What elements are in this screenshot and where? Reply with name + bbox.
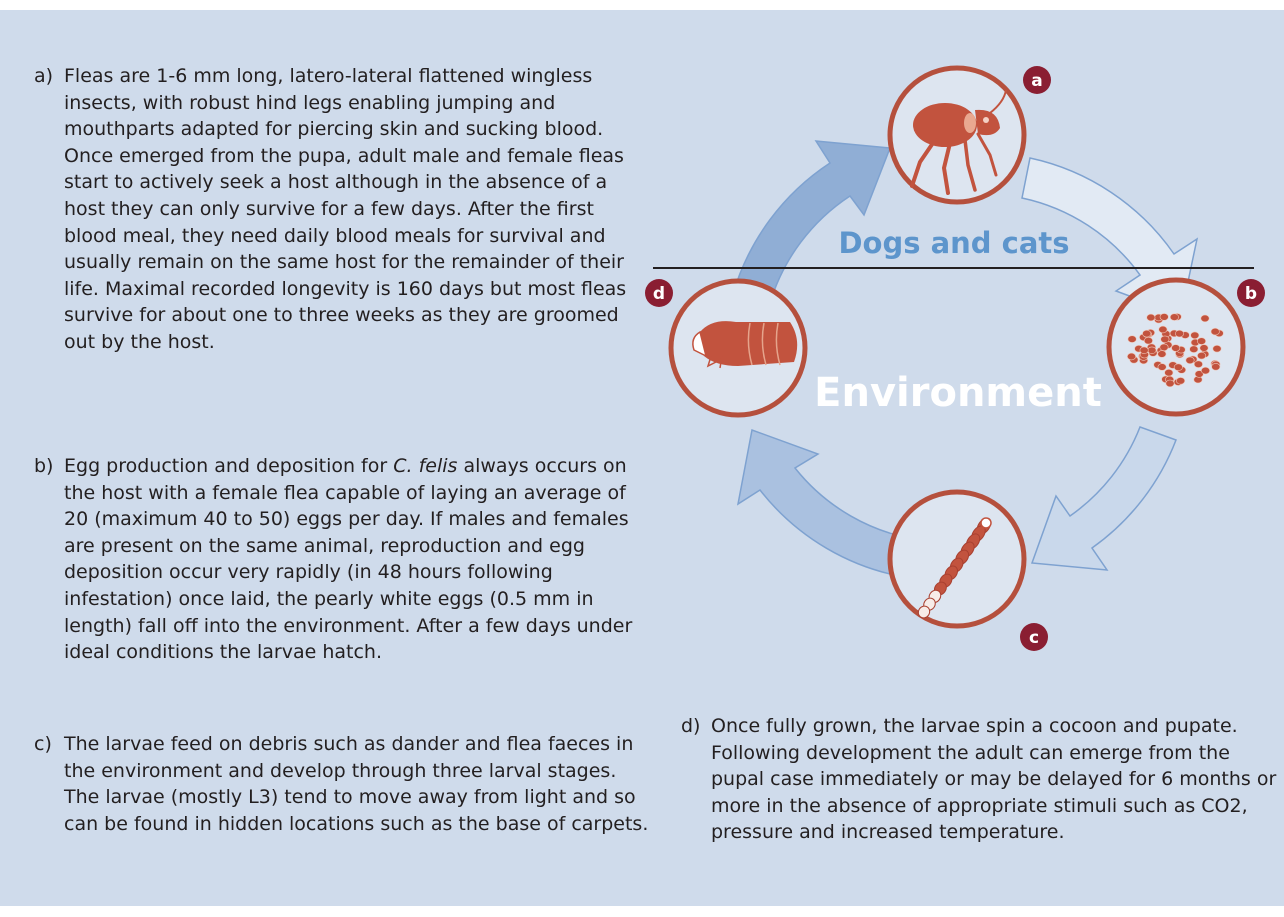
adult-flea-icon bbox=[910, 89, 1007, 195]
description-b-text-end: always occurs on the host with a female … bbox=[64, 455, 633, 664]
stage-d-badge: d bbox=[653, 284, 665, 304]
flea-eggs-icon bbox=[1127, 313, 1224, 388]
description-c-marker: c) bbox=[34, 733, 52, 755]
flea-lifecycle-diagram: Dogs and cats Environment a bbox=[645, 65, 1265, 651]
description-c-text: The larvae feed on debris such as dander… bbox=[64, 733, 649, 835]
species-name: C. felis bbox=[393, 455, 458, 477]
description-b-text-start: Egg production and deposition for bbox=[64, 455, 394, 477]
arrow-c-to-d bbox=[736, 428, 921, 579]
cycle-arrows bbox=[732, 140, 1199, 579]
stage-a-adult-flea: a bbox=[887, 65, 1051, 205]
stage-d-pupa: d bbox=[645, 278, 808, 418]
description-c: c) The larvae feed on debris such as dand… bbox=[34, 731, 649, 837]
stage-a-badge: a bbox=[1031, 71, 1042, 91]
lifecycle-panel: a) Fleas are 1-6 mm long, latero-lateral … bbox=[0, 10, 1284, 906]
environment-zone-label: Environment bbox=[814, 370, 1102, 416]
arrow-d-to-a bbox=[732, 140, 892, 304]
description-a-marker: a) bbox=[34, 65, 54, 87]
arrow-b-to-c bbox=[1030, 426, 1177, 571]
stage-b-badge: b bbox=[1245, 284, 1257, 304]
flea-pupa-icon bbox=[692, 321, 798, 369]
description-d-text: Once fully grown, the larvae spin a coco… bbox=[711, 715, 1277, 844]
stage-c-badge: c bbox=[1029, 628, 1039, 648]
description-d-marker: d) bbox=[681, 715, 701, 737]
description-a-text: Fleas are 1-6 mm long, latero-lateral fl… bbox=[64, 65, 627, 353]
host-zone-label: Dogs and cats bbox=[838, 226, 1069, 260]
description-b: b) Egg production and deposition for C. f… bbox=[34, 453, 649, 666]
flea-larva-icon bbox=[917, 517, 992, 619]
description-d: d) Once fully grown, the larvae spin a co… bbox=[681, 713, 1281, 846]
description-b-marker: b) bbox=[34, 455, 54, 477]
stage-b-eggs: b bbox=[1106, 277, 1265, 417]
description-a: a) Fleas are 1-6 mm long, latero-lateral … bbox=[34, 63, 649, 356]
stage-c-larva: c bbox=[887, 489, 1048, 651]
